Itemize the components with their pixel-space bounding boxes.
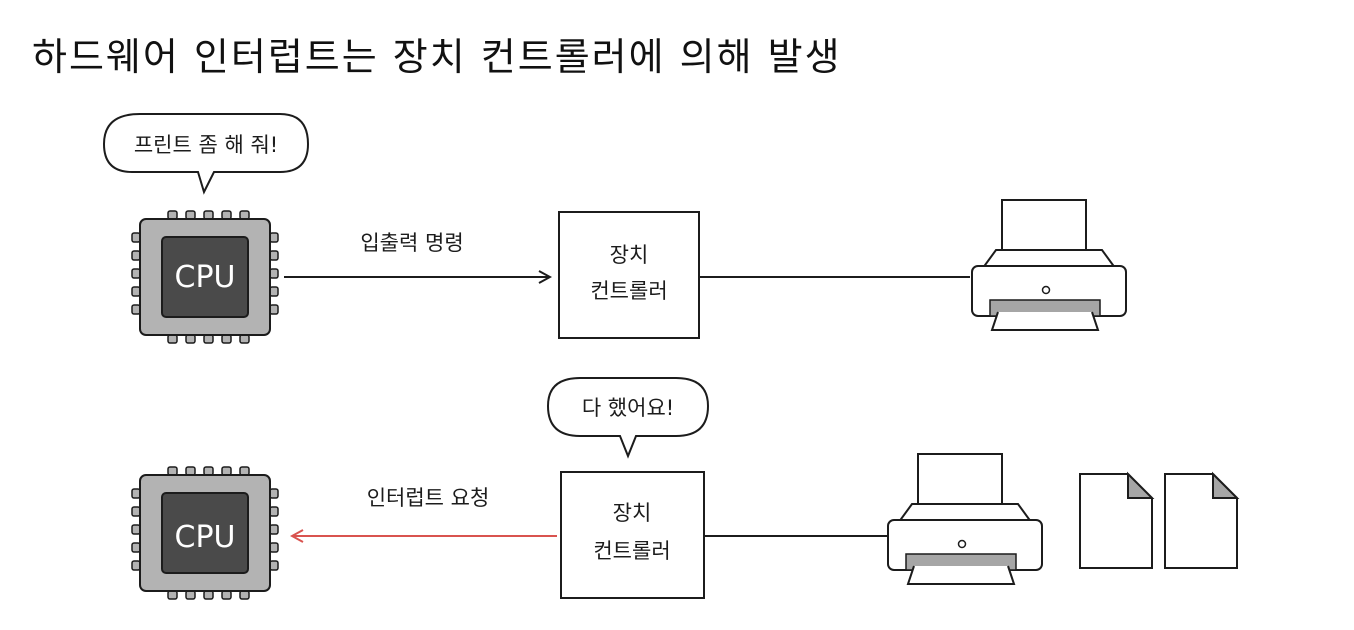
interrupt-request-label: 인터럽트 요청 (367, 486, 490, 510)
speech-bubble-bottom: 다 했어요! (546, 377, 710, 459)
speech-text-bottom: 다 했어요! (582, 396, 674, 420)
speech-text-top: 프린트 좀 해 줘! (134, 133, 278, 157)
speech-bubble-top: 프린트 좀 해 줘! (102, 113, 310, 195)
controller-top-line2: 컨트롤러 (590, 279, 667, 303)
controller-bottom-line1: 장치 (613, 501, 652, 525)
printer-icon (971, 199, 1127, 331)
chip-pins (131, 466, 279, 600)
cpu-label-bottom: CPU (175, 520, 236, 555)
cpu-chip-top: CPU (131, 210, 279, 344)
device-controller-bottom: 장치 컨트롤러 (560, 471, 705, 599)
chip-pins (131, 210, 279, 344)
printer-icon (887, 453, 1043, 585)
io-command-label: 입출력 명령 (360, 231, 463, 255)
cpu-chip-bottom: CPU (131, 466, 279, 600)
device-controller-top: 장치 컨트롤러 (558, 211, 700, 339)
printed-page-icon (1164, 471, 1240, 569)
page-title: 하드웨어 인터럽트는 장치 컨트롤러에 의해 발생 (32, 35, 842, 79)
cpu-label-top: CPU (175, 260, 236, 295)
controller-top-line1: 장치 (610, 243, 649, 267)
printed-page-icon (1079, 471, 1155, 569)
controller-bottom-line2: 컨트롤러 (593, 539, 670, 563)
